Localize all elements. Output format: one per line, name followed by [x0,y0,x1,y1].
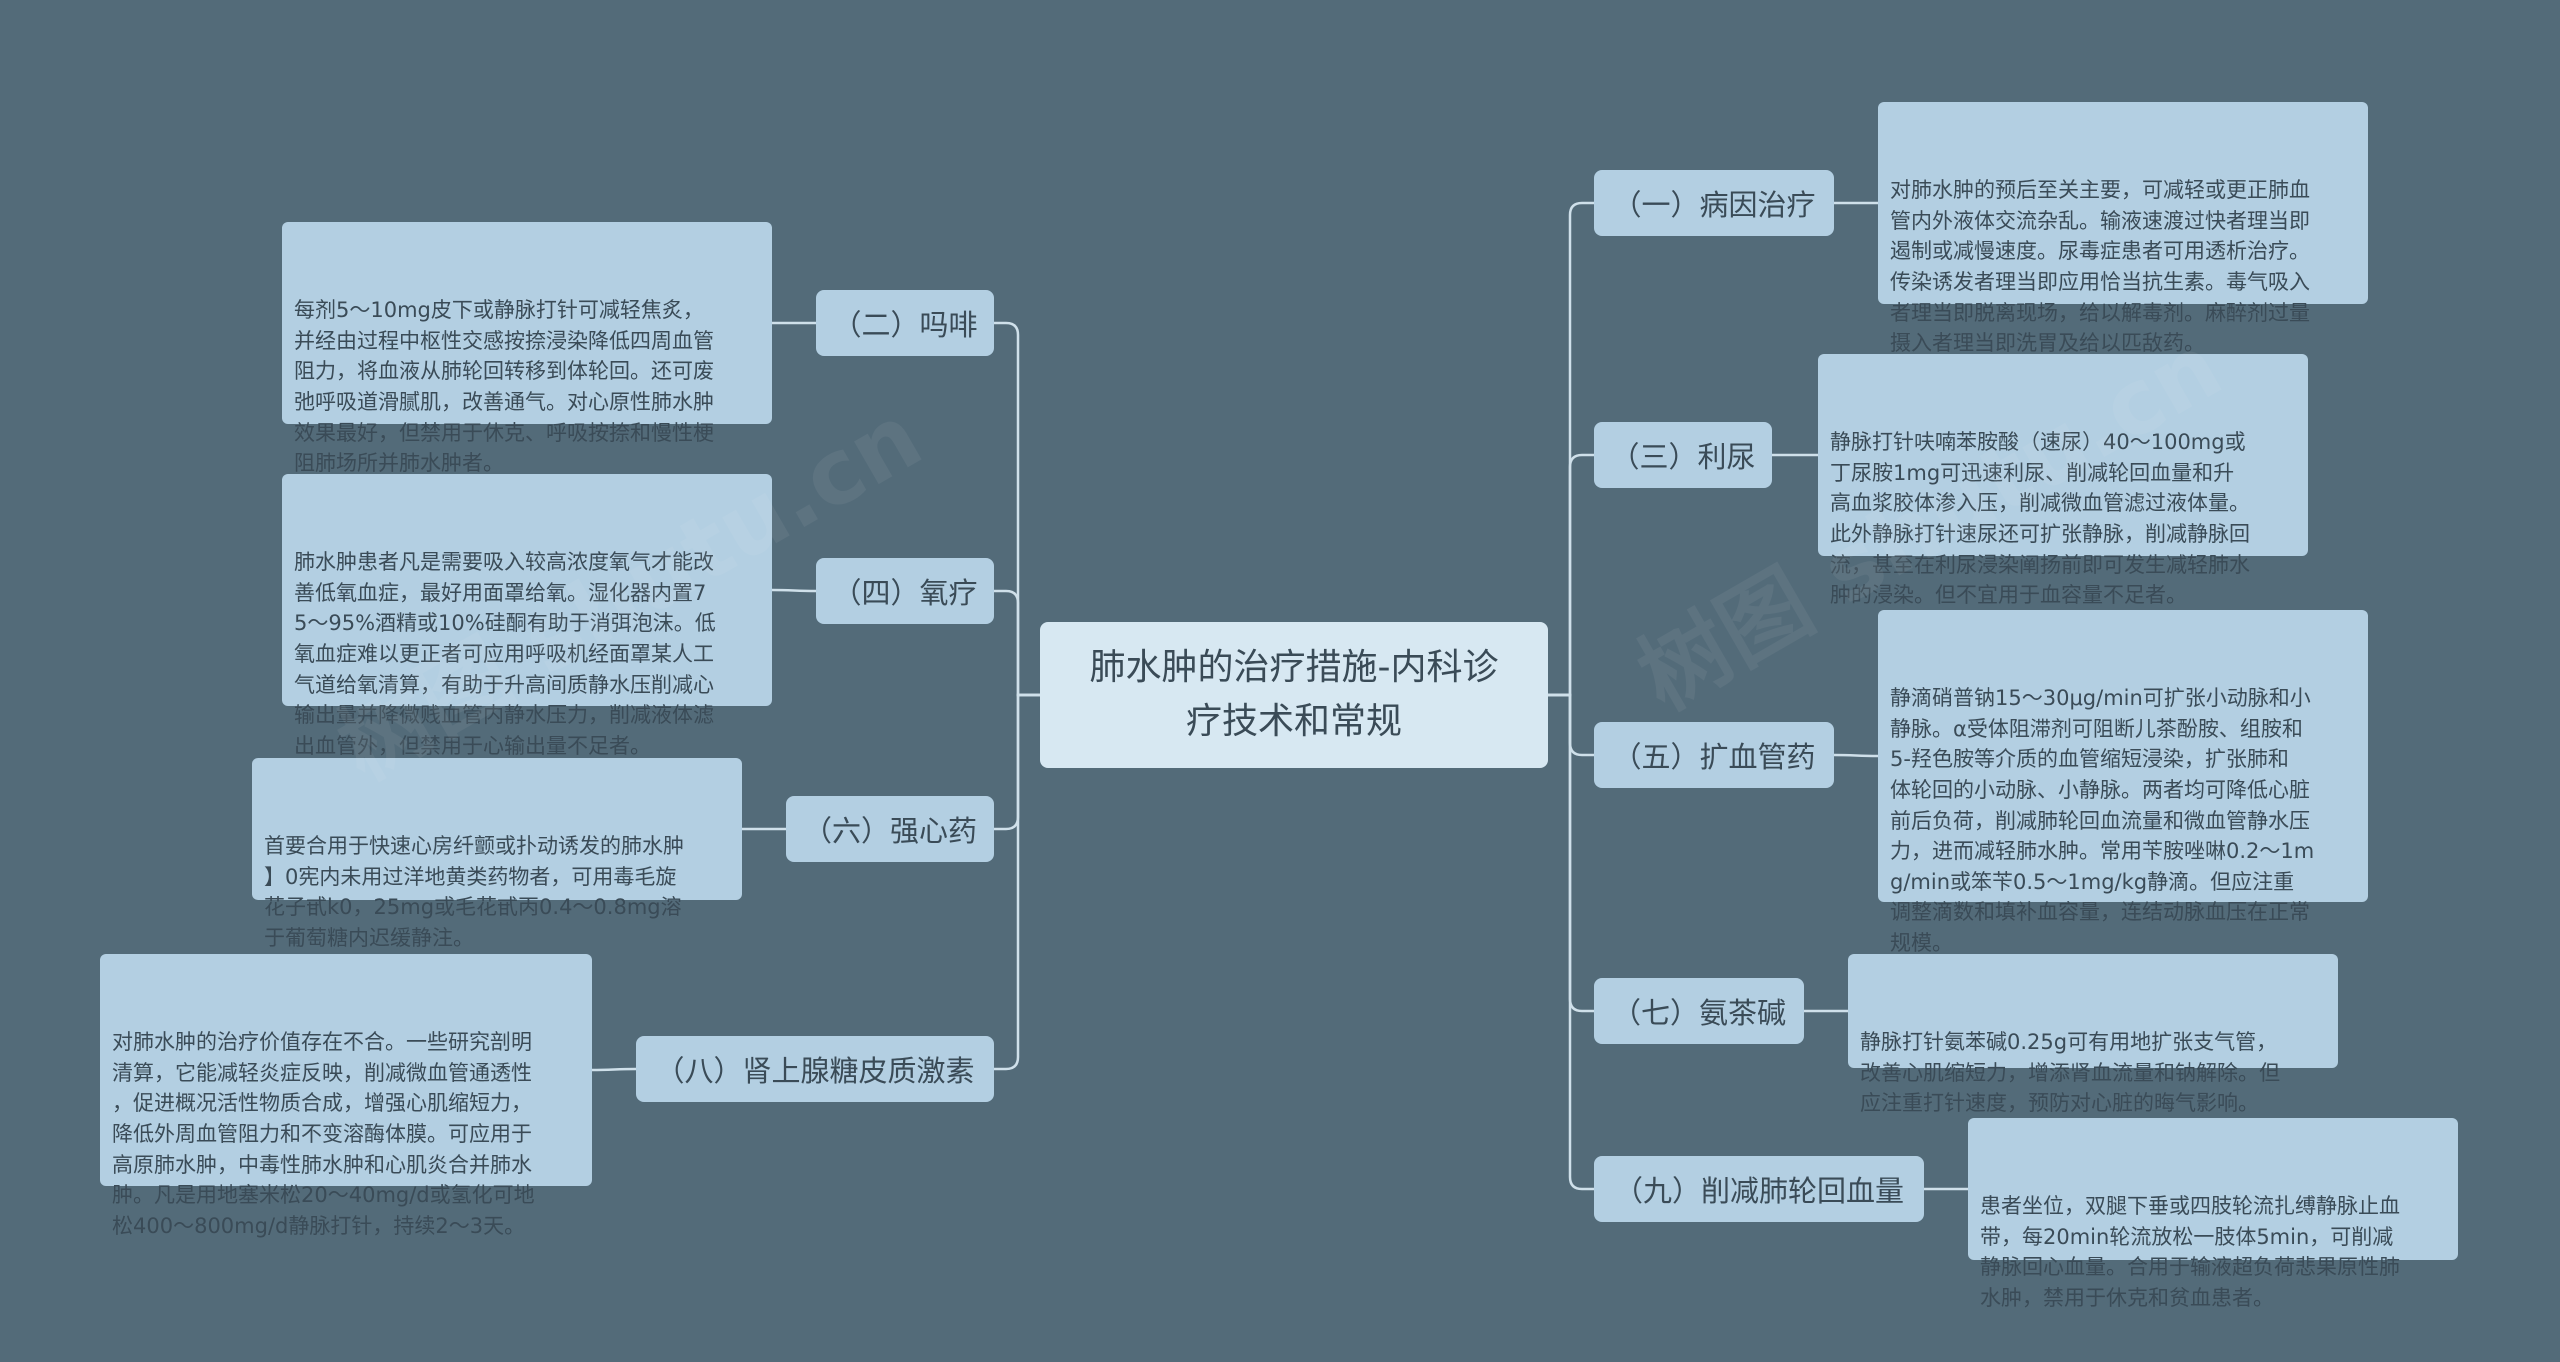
connector-b8-leaf [591,1067,637,1072]
connector-root-b4 [994,589,1040,697]
leaf-vasodilator: 静滴硝普钠15～30μg/min可扩张小动脉和小静脉。α受体阻滞剂可阻断儿茶酚胺… [1878,610,2368,955]
connector-root-b3 [1548,453,1594,697]
root-title-line-1: 肺水肿的治疗措施-内科诊 [1089,647,1499,688]
connector-b4-leaf [771,588,817,593]
branch-cardiotonic[interactable]: （六）强心药 [786,796,994,862]
leaf-oxygen-therapy: 肺水肿患者凡是需要吸入较高浓度氧气才能改善低氧血症，最好用面罩给氧。湿化器内置7… [282,474,772,758]
leaf-reduce-circulation: 患者坐位，双腿下垂或四肢轮流扎缚静脉止血带，每20min轮流放松一肢体5min，… [1968,1118,2458,1310]
root-topic[interactable]: 肺水肿的治疗措施-内科诊 疗技术和常规 [1040,622,1548,768]
branch-oxygen-therapy[interactable]: （四）氧疗 [816,558,994,624]
branch-reduce-circulation[interactable]: （九）削减肺轮回血量 [1594,1156,1924,1222]
leaf-diuresis: 静脉打针呋喃苯胺酸（速尿）40～100mg或丁尿胺1mg可迅速利尿、削减轮回血量… [1818,354,2308,607]
branch-vasodilator[interactable]: （五）扩血管药 [1594,722,1834,788]
root-title: 肺水肿的治疗措施-内科诊 疗技术和常规 [1090,641,1499,749]
branch-morphine[interactable]: （二）吗啡 [816,290,994,356]
leaf-etiology: 对肺水肿的预后至关主要，可减轻或更正肺血管内外液体交流杂乱。输液速渡过快者理当即… [1878,102,2368,355]
connector-root-b2 [994,321,1040,697]
root-title-line-2: 疗技术和常规 [1185,701,1402,742]
connector-root-b8 [994,693,1040,1071]
leaf-glucocorticoid: 对肺水肿的治疗价值存在不合。一些研究剖明清算，它能减轻炎症反映，削减微血管通透性… [100,954,592,1238]
branch-etiology[interactable]: （一）病因治疗 [1594,170,1834,236]
leaf-aminophylline: 静脉打针氨苯碱0.25g可有用地扩张支气管，改善心肌缩短力，增添肾血流量和钠解除… [1848,954,2338,1115]
connector-b5-leaf [1833,753,1879,758]
connector-root-b1 [1548,201,1594,697]
connector-root-b9 [1548,693,1594,1191]
leaf-morphine: 每剂5～10mg皮下或静脉打针可减轻焦炙，并经由过程中枢性交感按捺浸染降低四周血… [282,222,772,475]
branch-aminophylline[interactable]: （七）氨茶碱 [1594,978,1804,1044]
branch-diuresis[interactable]: （三）利尿 [1594,422,1772,488]
branch-glucocorticoid[interactable]: （八）肾上腺糖皮质激素 [636,1036,994,1102]
leaf-cardiotonic: 首要合用于快速心房纤颤或扑动诱发的肺水肿】0宪内未用过洋地黄类药物者，可用毒毛旋… [252,758,742,950]
